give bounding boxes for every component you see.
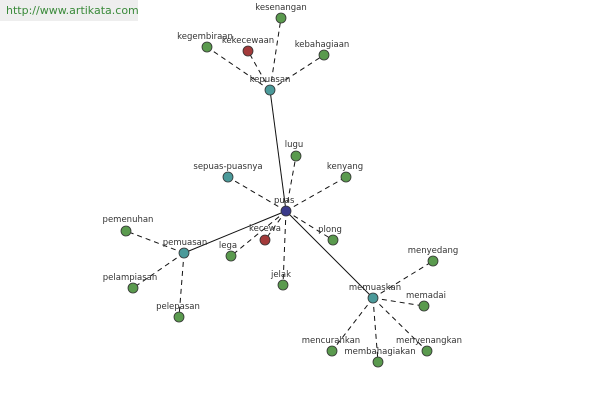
node-dot-puas[interactable] <box>280 205 292 217</box>
edge-puas-lugu <box>285 155 297 212</box>
node-puas[interactable]: puas <box>274 196 295 217</box>
edge-kepuasan-kegembiraan <box>206 46 271 91</box>
edge-puas-kenyang <box>285 176 347 212</box>
node-kecewa[interactable]: kecewa <box>249 224 281 246</box>
node-dot-lega[interactable] <box>225 250 237 262</box>
node-kenyang[interactable]: kenyang <box>327 162 363 183</box>
edge-pemuasan-pelampiasan <box>132 252 185 289</box>
node-label-mencurahkan[interactable]: mencurahkan <box>302 336 360 346</box>
edge-kepuasan-kesenangan <box>269 17 282 91</box>
node-menyedang[interactable]: menyedang <box>408 246 459 267</box>
node-dot-membahagiakan[interactable] <box>372 356 384 368</box>
node-pemenuhan[interactable]: pemenuhan <box>103 215 154 237</box>
node-label-kenyang[interactable]: kenyang <box>327 162 363 172</box>
node-dot-pelampiasan[interactable] <box>127 282 139 294</box>
node-dot-pelepasan[interactable] <box>173 311 185 323</box>
node-label-jelak[interactable]: jelak <box>270 270 291 280</box>
node-label-membahagiakan[interactable]: membahagiakan <box>344 347 415 357</box>
edge-pemuasan-pemenuhan <box>125 230 185 254</box>
edge-kepuasan-kekecewaan <box>247 50 271 91</box>
edge-puas-pemuasan <box>183 210 287 254</box>
node-kebahagiaan[interactable]: kebahagiaan <box>295 40 350 61</box>
node-label-lugu[interactable]: lugu <box>285 140 304 150</box>
node-label-kecewa[interactable]: kecewa <box>249 224 281 234</box>
node-label-kebahagiaan[interactable]: kebahagiaan <box>295 40 350 50</box>
nodes-layer: puas kepuasan kesenangan kegembiraankekecew… <box>103 3 462 368</box>
node-membahagiakan[interactable]: membahagiakan <box>344 347 416 368</box>
node-label-memadai[interactable]: memadai <box>406 291 446 301</box>
edge-pemuasan-pelepasan <box>178 252 185 318</box>
edge-puas-kecewa <box>264 210 287 241</box>
node-label-pemenuhan[interactable]: pemenuhan <box>103 215 154 225</box>
node-label-kegembiraan[interactable]: kegembiraan <box>177 32 233 42</box>
node-kesenangan[interactable]: kesenangan <box>255 3 307 24</box>
node-label-kesenangan[interactable]: kesenangan <box>255 3 306 13</box>
node-dot-kecewa[interactable] <box>259 234 271 246</box>
node-dot-pemuasan[interactable] <box>178 247 190 259</box>
node-dot-sepuas-puasnya[interactable] <box>222 171 234 183</box>
node-dot-lugu[interactable] <box>290 150 302 162</box>
node-label-pelepasan[interactable]: pelepasan <box>156 302 200 312</box>
edge-puas-kepuasan <box>269 89 287 212</box>
node-pelampiasan[interactable]: pelampiasan <box>103 273 157 294</box>
node-kegembiraan[interactable]: kegembiraan <box>177 32 233 53</box>
node-label-kepuasan[interactable]: kepuasan <box>250 75 291 85</box>
node-dot-kepuasan[interactable] <box>264 84 276 96</box>
url-banner[interactable]: http://www.artikata.com <box>0 0 139 21</box>
node-dot-memuaskan[interactable] <box>367 292 379 304</box>
node-kepuasan[interactable]: kepuasan <box>250 75 291 96</box>
edge-kepuasan-kebahagiaan <box>269 54 325 91</box>
edge-puas-sepuas-puasnya <box>227 176 287 212</box>
node-plong[interactable]: plong <box>318 225 342 246</box>
node-dot-pemenuhan[interactable] <box>120 225 132 237</box>
node-kekecewaan[interactable]: kekecewaan <box>222 36 274 57</box>
edge-memuaskan-membahagiakan <box>372 297 379 363</box>
node-dot-menyedang[interactable] <box>427 255 439 267</box>
edge-memuaskan-menyenangkan <box>372 297 428 352</box>
edge-puas-plong <box>285 210 334 241</box>
node-label-pelampiasan[interactable]: pelampiasan <box>103 273 157 283</box>
node-dot-kesenangan[interactable] <box>275 12 287 24</box>
node-dot-jelak[interactable] <box>277 279 289 291</box>
node-lugu[interactable]: lugu <box>285 140 304 162</box>
node-pelepasan[interactable]: pelepasan <box>156 302 200 323</box>
node-label-menyedang[interactable]: menyedang <box>408 246 459 256</box>
edge-memuaskan-mencurahkan <box>331 297 374 352</box>
node-dot-kebahagiaan[interactable] <box>318 49 330 61</box>
node-mencurahkan[interactable]: mencurahkan <box>302 336 360 357</box>
edge-puas-jelak <box>282 210 287 286</box>
node-label-puas[interactable]: puas <box>274 196 295 206</box>
node-dot-mencurahkan[interactable] <box>326 345 338 357</box>
node-dot-kekecewaan[interactable] <box>242 45 254 57</box>
edge-memuaskan-menyedang <box>372 260 434 299</box>
edges-layer <box>125 17 434 363</box>
node-label-kekecewaan[interactable]: kekecewaan <box>222 36 274 46</box>
edge-puas-lega <box>230 210 287 257</box>
node-dot-plong[interactable] <box>327 234 339 246</box>
node-dot-kenyang[interactable] <box>340 171 352 183</box>
node-jelak[interactable]: jelak <box>270 270 291 291</box>
node-dot-memadai[interactable] <box>418 300 430 312</box>
node-dot-menyenangkan[interactable] <box>421 345 433 357</box>
edge-puas-memuaskan <box>285 210 374 299</box>
node-label-menyenangkan[interactable]: menyenangkan <box>396 336 462 346</box>
node-label-lega[interactable]: lega <box>219 241 237 251</box>
node-memuaskan[interactable]: memuaskan <box>349 283 401 304</box>
node-pemuasan[interactable]: pemuasan <box>163 238 208 259</box>
node-lega[interactable]: lega <box>219 241 237 262</box>
node-label-pemuasan[interactable]: pemuasan <box>163 238 208 248</box>
node-label-memuaskan[interactable]: memuaskan <box>349 283 401 293</box>
node-memadai[interactable]: memadai <box>406 291 446 312</box>
node-label-plong[interactable]: plong <box>318 225 342 235</box>
node-label-sepuas-puasnya[interactable]: sepuas-puasnya <box>193 162 262 172</box>
node-dot-kegembiraan[interactable] <box>201 41 213 53</box>
node-sepuas-puasnya[interactable]: sepuas-puasnya <box>193 162 263 183</box>
node-menyenangkan[interactable]: menyenangkan <box>396 336 462 357</box>
